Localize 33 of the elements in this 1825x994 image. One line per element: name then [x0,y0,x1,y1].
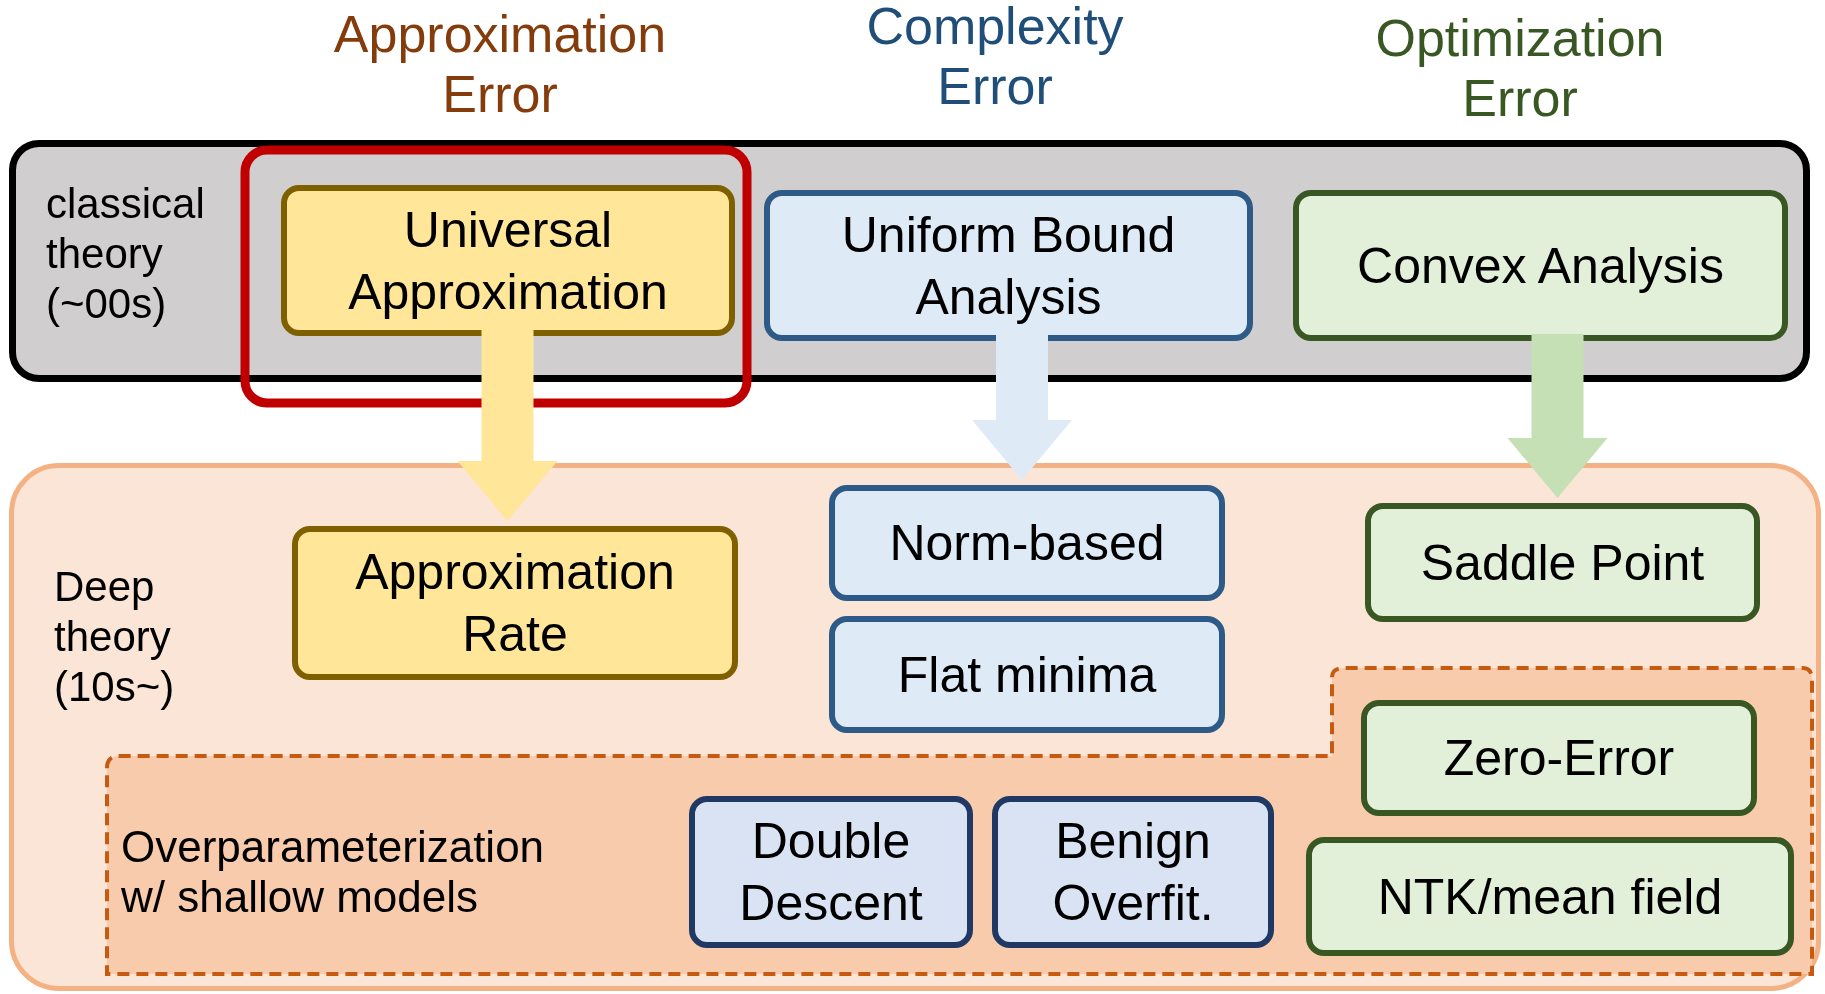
band-panel [9,140,1810,382]
process-box [764,190,1253,341]
process-box [281,185,735,336]
process-box [992,796,1274,948]
box-label: Zero-Error [1443,729,1675,788]
process-box [1293,190,1788,341]
box-label: Approximation Rate [354,543,676,664]
process-box [1306,837,1794,956]
box-label: Double Descent [738,812,924,933]
column-heading: Complexity Error [865,0,1125,116]
band-label: Overparameterization w/ shallow models [121,822,546,922]
process-box [292,526,738,680]
column-heading: Approximation Error [332,4,668,124]
column-heading: Optimization Error [1374,8,1666,128]
box-label: Uniform Bound Analysis [840,205,1177,327]
process-box [829,616,1225,733]
process-box [1365,503,1760,622]
band-label: Deep theory (10s~) [54,562,176,712]
block-arrow [1507,334,1608,498]
band-panel [9,463,1821,991]
process-box [689,796,973,948]
box-label: Flat minima [897,645,1157,705]
block-arrow [972,334,1072,480]
box-label: Convex Analysis [1357,236,1724,296]
band-label: classical theory (~00s) [46,179,206,329]
box-label: NTK/mean field [1377,867,1723,927]
box-label: Norm-based [889,514,1165,573]
process-box [829,485,1225,601]
process-box [1361,700,1757,816]
box-label: Saddle Point [1420,533,1705,593]
box-label: Universal Approximation [347,200,669,322]
block-arrow [457,329,558,521]
box-label: Benign Overfit. [1051,812,1215,933]
